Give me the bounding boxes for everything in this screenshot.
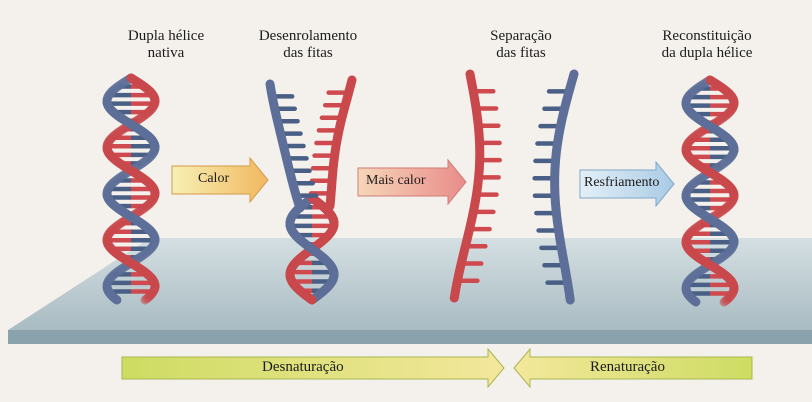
strand-blue	[130, 124, 132, 125]
strand-red	[132, 171, 134, 172]
strand-red	[130, 263, 132, 264]
strand-red	[312, 198, 313, 199]
stage-label-unwinding-line1: Desenrolamento	[248, 28, 368, 45]
stage-label-separated-line1: Separação	[466, 28, 576, 45]
stage-label-reformed: Reconstituição da dupla hélice	[642, 28, 772, 62]
heat-arrow-label: Calor	[198, 171, 229, 187]
stage-label-unwinding: Desenrolamento das fitas	[248, 28, 368, 62]
stage-label-native: Dupla hélice nativa	[106, 28, 226, 62]
stage-label-unwinding-line2: das fitas	[248, 45, 368, 62]
strand-red	[131, 78, 133, 79]
cooling-arrow-label: Resfriamento	[584, 175, 659, 191]
stage-label-reformed-line1: Reconstituição	[642, 28, 772, 45]
strand-blue	[710, 219, 712, 220]
stage-label-separated: Separação das fitas	[466, 28, 576, 62]
stage-label-separated-line2: das fitas	[466, 45, 576, 62]
denaturation-label: Desnaturação	[262, 359, 344, 376]
strand-red	[710, 80, 712, 81]
strand-blue	[131, 217, 133, 218]
stage-label-reformed-line2: da dupla hélice	[642, 45, 772, 62]
stage-label-native-line1: Dupla hélice	[106, 28, 226, 45]
unwinding-strand-red	[330, 80, 352, 206]
strand-red	[711, 173, 713, 174]
strand-blue	[709, 126, 711, 127]
platform-edge	[8, 330, 812, 344]
stage-label-native-line2: nativa	[106, 45, 226, 62]
renaturation-label: Renaturação	[590, 359, 665, 376]
more-heat-arrow-label: Mais calor	[366, 173, 425, 189]
strand-blue	[694, 301, 696, 302]
strand-blue	[312, 249, 313, 250]
strand-blue	[115, 299, 117, 300]
strand-red	[311, 299, 312, 300]
strand-red	[709, 265, 711, 266]
